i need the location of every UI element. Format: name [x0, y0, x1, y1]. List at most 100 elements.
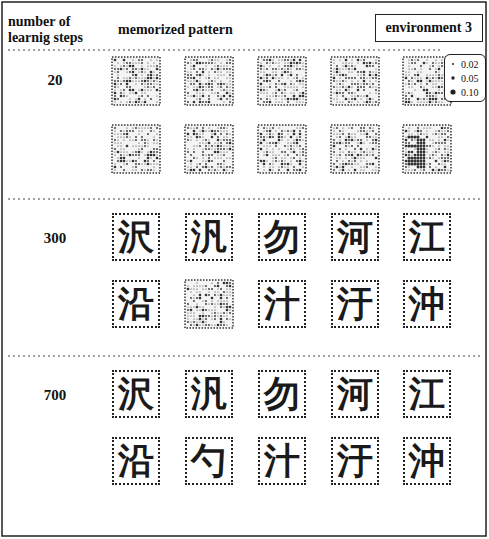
pattern-dot — [208, 89, 209, 90]
pattern-box: 勺 — [185, 437, 233, 485]
pattern-dot — [193, 145, 194, 146]
pattern-dot — [193, 324, 194, 325]
pattern-dot — [438, 68, 441, 71]
pattern-dot — [435, 154, 436, 155]
pattern-dot — [290, 151, 291, 152]
pattern-dot — [187, 74, 189, 76]
pattern-dot — [138, 157, 139, 158]
pattern-dot — [429, 139, 430, 140]
pattern-dot — [363, 62, 366, 65]
pattern-dot — [126, 136, 128, 138]
pattern-dot — [333, 154, 334, 155]
pattern-dot — [269, 65, 270, 66]
pattern-dot — [126, 130, 128, 132]
pattern-dot — [414, 148, 415, 149]
pattern-dot — [302, 98, 303, 99]
pattern-dot — [202, 68, 204, 70]
pattern-dot — [363, 169, 364, 170]
pattern-dot — [410, 159, 413, 162]
pattern-dot — [339, 142, 342, 145]
pattern-dot — [114, 151, 115, 152]
pattern-dot — [208, 95, 210, 97]
pattern-dot — [144, 98, 145, 99]
pattern-dot — [205, 166, 208, 169]
pattern-dot — [144, 89, 145, 90]
pattern-dot — [360, 139, 362, 141]
pattern-dot — [263, 59, 265, 61]
pattern-dot — [190, 315, 191, 316]
pattern-dot — [375, 101, 377, 103]
pattern-dot — [348, 142, 350, 144]
pattern-dot — [141, 74, 142, 75]
pattern-dot — [290, 65, 293, 68]
pattern-dot — [414, 139, 415, 140]
pattern-dot — [444, 133, 446, 135]
pattern-dot — [138, 127, 139, 128]
pattern-dot — [405, 83, 406, 84]
pattern-dot — [426, 157, 427, 158]
pattern-dot — [287, 166, 288, 167]
pattern-dot — [290, 68, 291, 69]
pattern-dot — [342, 83, 343, 84]
pattern-dot — [435, 86, 436, 87]
pattern-dot — [147, 95, 149, 97]
pattern-character: 汙 — [337, 286, 373, 322]
pattern-dot — [444, 154, 445, 155]
pattern-dot — [411, 133, 412, 134]
pattern-dot — [199, 77, 200, 78]
pattern-dot — [132, 62, 133, 63]
pattern-dot — [407, 162, 410, 165]
pattern-dot — [435, 95, 436, 96]
pattern-dot — [420, 139, 423, 142]
pattern-dot — [336, 74, 337, 75]
pattern-dot — [363, 74, 365, 76]
pattern-dot — [144, 169, 145, 170]
pattern-dot — [366, 139, 367, 140]
pattern-dot — [375, 89, 377, 91]
pattern-dot — [429, 80, 432, 83]
pattern-dot — [405, 130, 408, 133]
pattern-dot — [348, 86, 351, 89]
pattern-dot — [202, 136, 203, 137]
pattern-dot — [141, 139, 143, 141]
pattern-dot — [360, 157, 361, 158]
pattern-dot — [348, 62, 349, 63]
pattern-dot — [138, 142, 139, 143]
pattern-dot — [444, 163, 445, 164]
pattern-dot — [275, 92, 277, 94]
pattern-dot — [193, 130, 196, 133]
pattern-dot — [123, 77, 124, 78]
pattern-dot — [156, 65, 158, 67]
pattern-dot — [266, 154, 269, 157]
pattern-dot — [278, 139, 281, 142]
pattern-dot — [132, 130, 134, 132]
pattern-dot — [266, 89, 267, 90]
pattern-dot — [114, 65, 115, 66]
pattern-dot — [281, 101, 282, 102]
pattern-dot — [220, 312, 221, 313]
pattern-dot — [339, 154, 341, 156]
pattern-dot — [293, 62, 295, 64]
pattern-dot — [405, 163, 407, 165]
pattern-dot — [342, 80, 344, 82]
pattern-dot — [438, 74, 440, 76]
pattern-dot — [187, 136, 188, 137]
pattern-dot — [211, 86, 213, 88]
pattern-dot — [435, 148, 436, 149]
pattern-dot — [199, 74, 202, 77]
pattern-dot — [129, 92, 130, 93]
pattern-dot — [375, 59, 376, 60]
pattern-dot — [296, 80, 298, 82]
pattern-dot — [287, 98, 290, 101]
pattern-dot — [441, 154, 443, 156]
pattern-dot — [208, 142, 211, 145]
pattern-dot — [120, 92, 122, 94]
pattern-dot — [226, 62, 228, 64]
pattern-dot — [147, 133, 149, 135]
pattern-dot — [441, 101, 442, 102]
pattern-dot — [369, 101, 371, 103]
pattern-dot — [211, 92, 212, 93]
pattern-dot — [226, 166, 228, 168]
pattern-dot — [333, 59, 334, 60]
pattern-dot — [214, 68, 215, 69]
